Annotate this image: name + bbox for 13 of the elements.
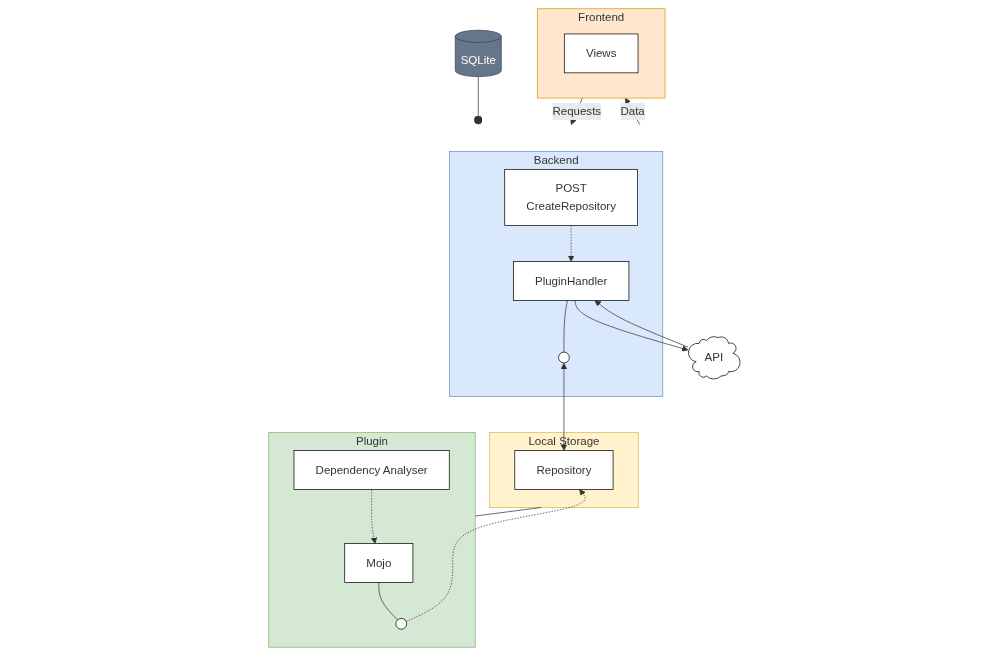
connector (378, 582, 398, 621)
node-circle (395, 618, 407, 630)
connector (474, 507, 542, 517)
edge-label: Requests (551, 104, 601, 118)
edge-label: Data (619, 104, 645, 118)
node-box: PluginHandler (512, 261, 629, 301)
node-box: POST CreateRepository (503, 169, 638, 226)
connector (563, 300, 568, 353)
node-box: Mojo (343, 543, 413, 583)
node-box: Views (563, 33, 638, 74)
node-box: Dependency Analyser (293, 450, 450, 490)
node-circle (557, 351, 570, 364)
node-box: Repository (514, 450, 613, 490)
